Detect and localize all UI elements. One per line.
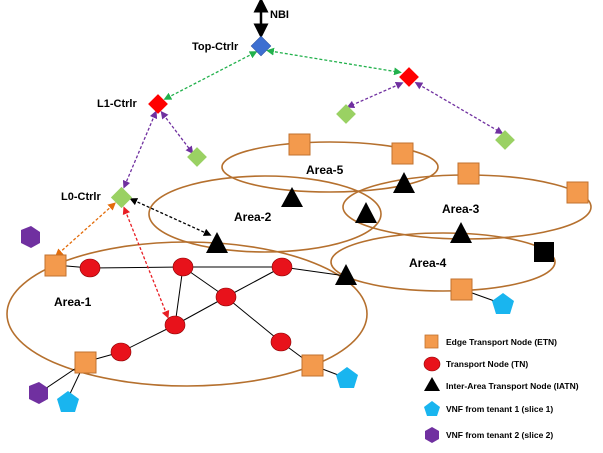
legend-vnf1-swatch	[424, 401, 440, 416]
etn-node[interactable]	[566, 181, 589, 204]
legend-iatn-label: Inter-Area Transport Node (IATN)	[446, 381, 579, 391]
legend-tn-label: Transport Node (TN)	[446, 359, 528, 369]
iatn-node[interactable]	[206, 232, 228, 253]
area-4-label: Area-4	[409, 256, 447, 270]
link-top-l1	[163, 51, 258, 100]
link-l0-tn	[122, 206, 170, 319]
legend-vnf1-label: VNF from tenant 1 (slice 1)	[446, 404, 553, 414]
l0-ctrlr-diamond-b[interactable]	[187, 147, 207, 167]
l0-ctrlr-diamond-a[interactable]	[336, 104, 356, 124]
top-ctrlr-label: Top-Ctrlr	[192, 41, 239, 53]
area-2-label: Area-2	[234, 210, 272, 224]
area-3-label: Area-3	[442, 202, 480, 216]
vnf-tenant2-node[interactable]	[21, 226, 40, 248]
vnf-tenant1-node[interactable]	[57, 391, 79, 412]
vnf-tenant2-node[interactable]	[29, 382, 48, 404]
l0-ctrlr-diamond[interactable]	[110, 186, 133, 209]
vnf-tenant1-node[interactable]	[336, 367, 358, 388]
legend-tn-swatch	[423, 356, 441, 372]
link-l1-green	[160, 110, 194, 155]
transport-nodes	[79, 257, 293, 362]
etn-node[interactable]	[457, 162, 480, 185]
iatn-node[interactable]	[281, 187, 303, 207]
l0-ctrlr-diamond-c[interactable]	[495, 130, 515, 150]
link-l0-etn	[55, 202, 116, 257]
link-l1b-green-a	[346, 82, 404, 108]
legend-vnf2-swatch	[425, 427, 439, 443]
tn-node[interactable]	[270, 332, 292, 352]
etn-node[interactable]	[74, 351, 97, 374]
l1-ctrlr-label: L1-Ctrlr	[97, 98, 137, 110]
etn-node[interactable]	[391, 142, 414, 165]
iatn-square-node[interactable]	[534, 242, 554, 262]
iatn-node[interactable]	[355, 202, 377, 223]
controllers	[110, 35, 515, 209]
etn-node[interactable]	[288, 133, 311, 156]
legend-etn-label: Edge Transport Node (ETN)	[446, 337, 557, 347]
tn-node[interactable]	[271, 257, 293, 277]
etn-node[interactable]	[301, 354, 324, 377]
iatn-node[interactable]	[450, 222, 472, 243]
link-l0-iatn	[129, 198, 212, 236]
inter-area-transport-nodes	[206, 172, 472, 285]
link-top-l1b	[266, 47, 402, 76]
vnf-tenant2-nodes	[21, 226, 48, 404]
iatn-node[interactable]	[393, 172, 415, 193]
tn-node[interactable]	[164, 315, 186, 335]
etn-node[interactable]	[450, 278, 473, 301]
tn-node[interactable]	[79, 258, 101, 278]
area-1-ring	[6, 241, 368, 387]
l0-ctrlr-label: L0-Ctrlr	[61, 191, 101, 203]
legend-vnf2-label: VNF from tenant 2 (slice 2)	[446, 430, 553, 440]
link-l1b-green-b	[414, 82, 504, 134]
nbi-label: NBI	[270, 9, 289, 21]
legend-etn-swatch	[424, 334, 439, 349]
area-4-ring	[330, 232, 556, 292]
legend-iatn-swatch	[424, 377, 440, 391]
etn-node[interactable]	[44, 254, 67, 277]
vnf-tenant1-nodes	[57, 293, 514, 412]
l1-ctrlr-diamond[interactable]	[148, 94, 168, 114]
area-1-label: Area-1	[54, 295, 92, 309]
legend: Edge Transport Node (ETN) Transport Node…	[423, 334, 579, 443]
top-ctrlr-diamond[interactable]	[250, 35, 272, 57]
control-links	[55, 47, 504, 319]
l1-ctrlr-diamond-right[interactable]	[399, 67, 419, 87]
link-l1-l0	[122, 110, 158, 189]
tn-node[interactable]	[110, 342, 132, 362]
tn-node[interactable]	[172, 257, 194, 277]
area-5-label: Area-5	[306, 163, 344, 177]
tn-node[interactable]	[215, 287, 237, 307]
area-rings	[6, 141, 592, 387]
edge-transport-nodes	[44, 133, 589, 377]
area-5-ring	[221, 141, 439, 193]
vnf-tenant1-node[interactable]	[492, 293, 514, 314]
iatn-node[interactable]	[335, 264, 357, 285]
